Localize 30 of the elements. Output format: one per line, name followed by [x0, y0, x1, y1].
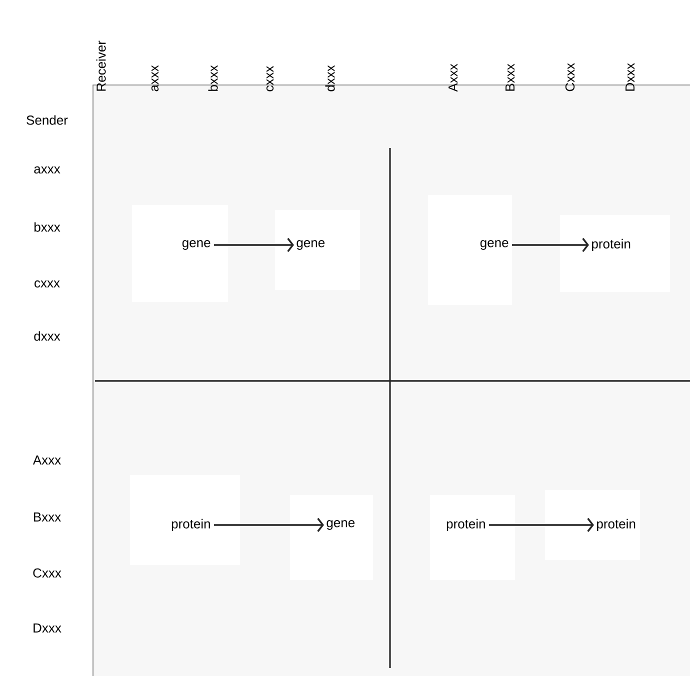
row-label: Sender: [26, 115, 68, 125]
row-label: Cxxx: [33, 568, 62, 578]
column-label: Cxxx: [565, 63, 575, 92]
row-label: cxxx: [34, 280, 60, 288]
column-label: cxxx: [266, 66, 274, 92]
row-label: Dxxx: [34, 624, 62, 632]
column-label: Receiver: [96, 40, 106, 91]
column-label: bxxx: [208, 65, 218, 91]
row-label: Bxxx: [34, 512, 61, 522]
column-label: Axxx: [448, 64, 458, 92]
term-text: protein: [446, 518, 485, 532]
term-text: protein: [597, 518, 636, 532]
column-label: Dxxx: [626, 63, 634, 91]
column-label: dxxx: [325, 65, 335, 92]
row-label: Axxx: [32, 456, 61, 464]
term-text: gene: [480, 240, 508, 250]
term-text: gene: [182, 240, 210, 250]
column-label: Bxxx: [506, 64, 514, 91]
row-label: bxxx: [34, 222, 60, 232]
term-text: protein: [172, 518, 210, 532]
arrow: [214, 238, 294, 252]
column-label: axxx: [151, 65, 159, 92]
term-text: protein: [592, 238, 630, 252]
arrow: [489, 518, 594, 532]
term-text: gene: [296, 240, 325, 250]
arrow: [214, 518, 324, 532]
term-text: gene: [326, 520, 355, 530]
arrow: [512, 238, 589, 252]
row-label: axxx: [34, 166, 60, 174]
row-label: dxxx: [34, 331, 60, 341]
